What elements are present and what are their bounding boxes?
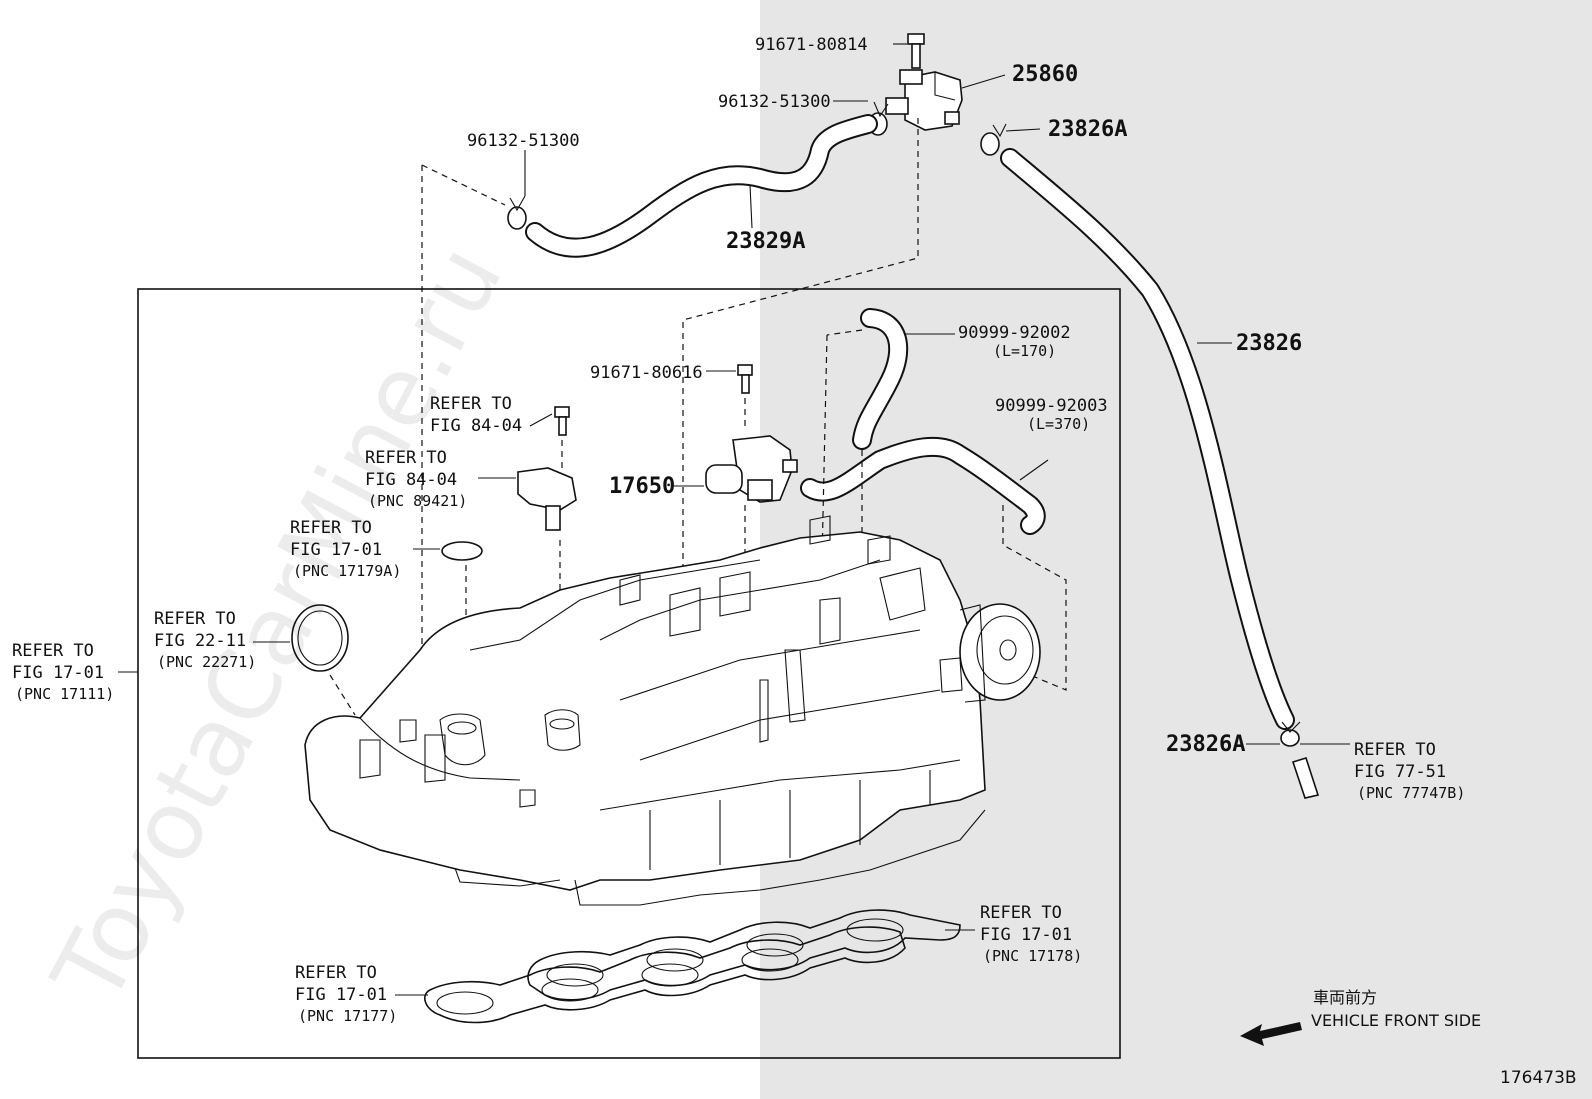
part-number-23826: 23826 [1236,331,1302,356]
svg-text:FIG 84-04: FIG 84-04 [430,416,522,436]
leader-line [749,184,753,229]
hose-90999-92003[interactable] [800,436,1046,535]
vehicle-front-indicator: 車両前方 VEHICLE FRONT SIDE [1240,988,1481,1046]
length-370: (L=370) [1027,415,1090,433]
cam-position-sensor[interactable] [517,467,577,531]
leader-line [529,413,553,427]
svg-text:REFER TO: REFER TO [295,963,377,983]
part-number-90999-92002: 90999-92002 [958,323,1071,343]
throttle-body-gasket[interactable] [291,604,349,672]
reference-fig-84-04-bolt[interactable]: REFER TO FIG 84-04 [430,394,522,436]
svg-text:(PNC 77747B): (PNC 77747B) [1357,784,1465,802]
part-number-91671-80616: 91671-80616 [590,363,703,383]
vsv-25860[interactable] [885,69,963,131]
manifold-gasket-lower[interactable] [424,926,906,1024]
svg-text:FIG 17-01: FIG 17-01 [980,925,1072,945]
guide-line [682,118,919,600]
part-number-23826a-top: 23826A [1048,117,1127,142]
svg-text:(PNC 17111): (PNC 17111) [15,685,114,703]
hose-23826[interactable] [1000,148,1295,730]
part-number-96132-51300-left: 96132-51300 [467,131,580,151]
part-number-91671-80814: 91671-80814 [755,35,868,55]
manifold-gasket-upper[interactable] [527,909,961,1001]
o-ring[interactable] [441,541,483,561]
svg-text:FIG 84-04: FIG 84-04 [365,470,457,490]
length-170: (L=170) [993,342,1056,360]
leader-line [961,74,1006,89]
reference-fig-17-01-gasket-rh[interactable]: REFER TO FIG 17-01 (PNC 17178) [980,903,1082,965]
part-number-25860: 25860 [1012,62,1078,87]
bolt-91671-80616[interactable] [737,364,753,394]
leader-line [1019,459,1049,481]
svg-text:REFER TO: REFER TO [290,518,372,538]
svg-text:FIG 22-11: FIG 22-11 [154,631,246,651]
reference-fig-84-04-sensor[interactable]: REFER TO FIG 84-04 (PNC 89421) [365,448,467,510]
svg-text:REFER TO: REFER TO [12,641,94,661]
figure-code: 176473B [1500,1068,1577,1088]
hose-23829a[interactable] [525,114,878,258]
svg-text:(PNC 17179A): (PNC 17179A) [293,562,401,580]
pipe-fitting [1291,757,1320,799]
bolt-91671-80814[interactable] [907,33,925,69]
part-number-23829a: 23829A [726,229,805,254]
part-number-17650: 17650 [609,474,675,499]
guide-line [826,329,863,336]
hose-clamp-left[interactable] [507,195,527,230]
hose-clamp-23826a[interactable] [980,123,1007,156]
svg-text:(PNC 22271): (PNC 22271) [157,653,256,671]
reference-fig-17-01-manifold[interactable]: REFER TO FIG 17-01 (PNC 17111) [12,641,114,703]
guide-line [329,674,356,716]
svg-text:REFER TO: REFER TO [980,903,1062,923]
reference-fig-77-51[interactable]: REFER TO FIG 77-51 (PNC 77747B) [1354,740,1465,802]
vsv-17650[interactable] [705,435,798,503]
assembly-frame [137,288,1121,1059]
svg-text:REFER TO: REFER TO [154,609,236,629]
svg-text:FIG 77-51: FIG 77-51 [1354,762,1446,782]
svg-text:FIG 17-01: FIG 17-01 [295,985,387,1005]
svg-text:REFER TO: REFER TO [365,448,447,468]
svg-text:(PNC 89421): (PNC 89421) [368,492,467,510]
reference-fig-22-11[interactable]: REFER TO FIG 22-11 (PNC 22271) [154,609,256,671]
reference-fig-17-01-oring[interactable]: REFER TO FIG 17-01 (PNC 17179A) [290,518,401,580]
guide-line [1002,505,1067,691]
part-number-90999-92003: 90999-92003 [995,396,1108,416]
svg-text:REFER TO: REFER TO [430,394,512,414]
intake-manifold[interactable] [304,515,1041,906]
hose-90999-92002[interactable] [852,308,909,450]
guide-line [421,164,506,206]
part-number-96132-51300-top: 96132-51300 [718,92,831,112]
vehicle-front-jp: 車両前方 [1313,988,1377,1007]
svg-text:REFER TO: REFER TO [1354,740,1436,760]
svg-text:FIG 17-01: FIG 17-01 [12,663,104,683]
svg-text:(PNC 17177): (PNC 17177) [298,1007,397,1025]
reference-fig-17-01-gasket-lh[interactable]: REFER TO FIG 17-01 (PNC 17177) [295,963,397,1025]
guide-line [821,334,828,561]
part-number-23826a-bottom: 23826A [1166,732,1245,757]
hose-clamp-23826a-bottom[interactable] [1280,721,1301,747]
front-arrow-icon [1240,1022,1302,1046]
sensor-bolt[interactable] [554,406,570,436]
vehicle-front-en: VEHICLE FRONT SIDE [1311,1011,1481,1030]
svg-text:FIG 17-01: FIG 17-01 [290,540,382,560]
leader-line [1005,128,1041,132]
svg-text:(PNC 17178): (PNC 17178) [983,947,1082,965]
